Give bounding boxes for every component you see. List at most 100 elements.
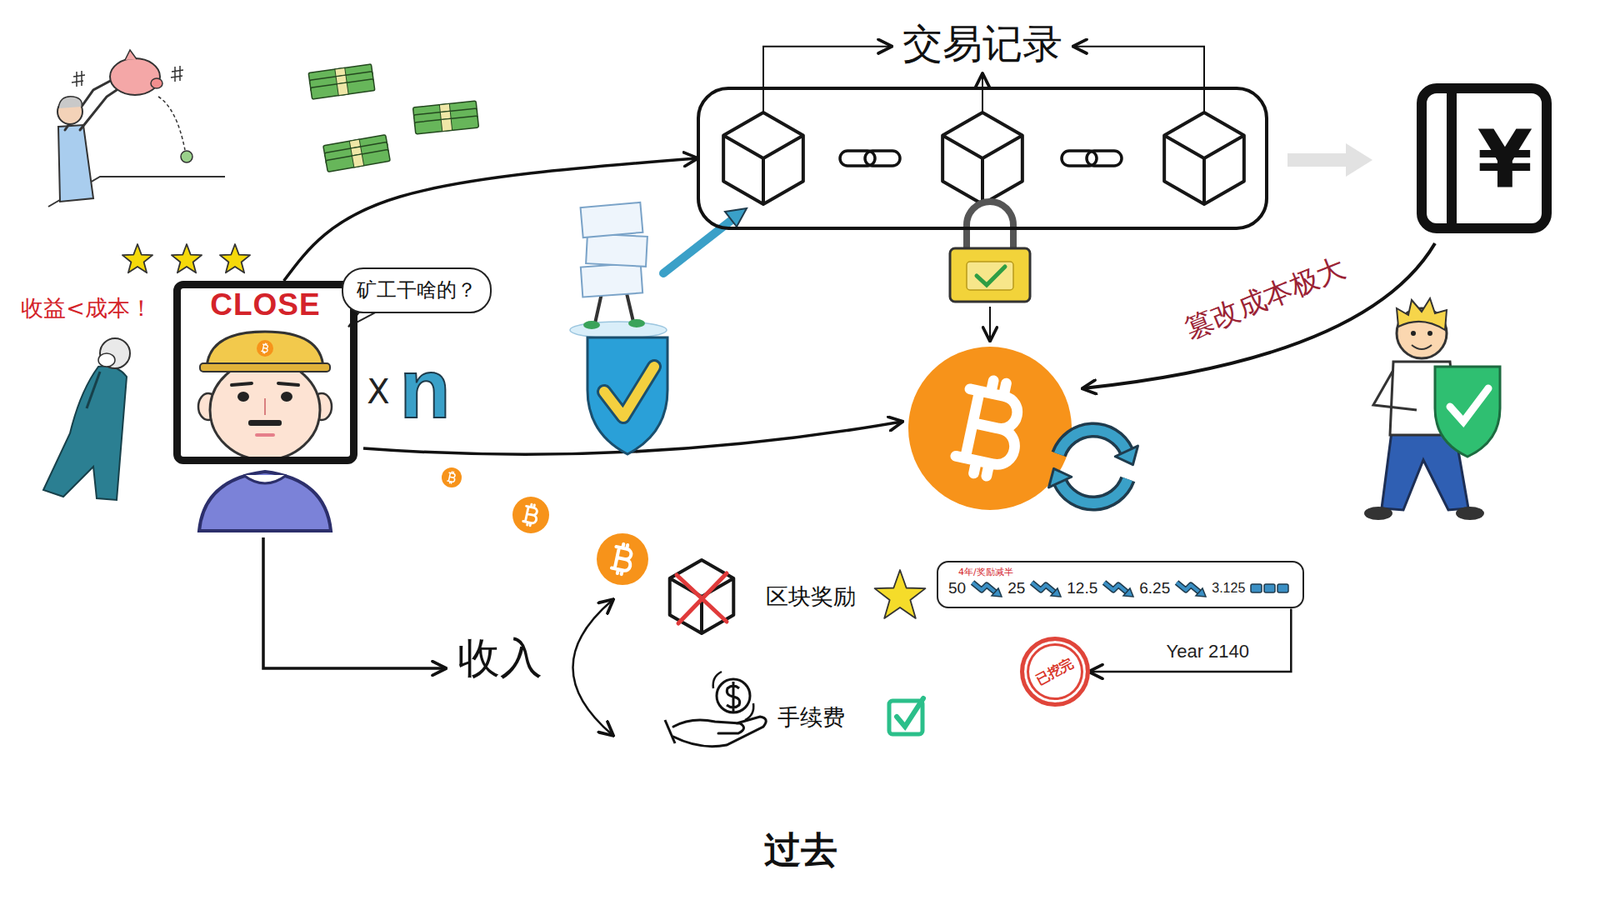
miner-figure — [231, 383, 299, 385]
stamp-text: 已挖完 — [1033, 654, 1077, 689]
label-text: 区块奖励 — [765, 583, 856, 610]
connector-arrow — [284, 158, 697, 281]
piggy-bank-breaker — [180, 150, 193, 163]
ice-block-carrier — [587, 337, 668, 455]
edge-label: Year 2140 — [1164, 640, 1253, 662]
shield-guard — [1427, 330, 1433, 336]
refresh-icon — [1115, 445, 1138, 465]
shield-guard — [1364, 506, 1393, 520]
ledger-book — [1083, 243, 1435, 389]
caption-text: 过去 — [764, 829, 838, 872]
block-reward-icon — [676, 573, 727, 624]
bitcoin-core — [908, 346, 1138, 510]
miner-figure — [280, 391, 293, 402]
fee-icon — [716, 679, 750, 713]
halving-arrow — [1050, 588, 1061, 597]
ice-block-carrier — [585, 233, 648, 267]
money-stack — [310, 79, 375, 100]
ice-block-carrier — [580, 202, 644, 238]
miner-figure — [199, 471, 331, 531]
continuation-blocks — [1250, 584, 1262, 593]
halving-arrow — [991, 588, 1002, 597]
miner-figure — [243, 475, 287, 484]
bitcoin-icon — [596, 533, 649, 585]
label-text: X — [366, 372, 390, 411]
label-text: ¥ — [1477, 114, 1534, 206]
shield-guard — [1373, 370, 1417, 410]
piggy-bank-breaker — [110, 58, 160, 95]
money-stack — [308, 64, 375, 100]
bitcoin-icon — [260, 343, 269, 355]
refresh-icon — [1060, 479, 1128, 504]
money-stacks — [308, 64, 479, 172]
label-text: n — [399, 346, 450, 430]
block-cube — [670, 560, 735, 634]
ice-block-carrier — [580, 263, 643, 298]
ice-block-carrier — [604, 366, 655, 417]
piggy-bank-breaker — [125, 50, 137, 60]
ice-block-carrier — [725, 208, 747, 227]
refresh-icon — [1049, 468, 1072, 488]
bitcoin-icon — [908, 346, 1072, 510]
ice-block-carrier — [570, 321, 667, 339]
money-stack — [323, 135, 390, 173]
ice-block-carrier — [583, 320, 600, 330]
star-icon — [122, 244, 153, 273]
continuation-blocks — [1264, 584, 1275, 593]
chain-link — [1061, 150, 1122, 166]
miner-figure — [198, 331, 332, 531]
reward-value: 6.25 — [1139, 579, 1170, 598]
reward-value: 50 — [948, 579, 966, 598]
chain-link — [865, 150, 900, 166]
miner-frame: CLOSE — [173, 280, 358, 465]
chain-panel: 交易记录 — [696, 86, 1269, 230]
shield-guard — [1450, 388, 1489, 422]
padlock — [976, 266, 1005, 285]
refresh-icon — [1049, 430, 1139, 504]
fee-icon — [726, 681, 740, 712]
ledger-book — [1446, 93, 1457, 224]
halving-arrow — [1123, 588, 1134, 597]
miner-figure — [256, 433, 274, 437]
refresh-icon — [1059, 430, 1127, 455]
falling-coins — [441, 467, 649, 585]
miner-figure — [264, 398, 266, 415]
bitcoin-icon — [908, 346, 1072, 510]
shield-guard — [1411, 345, 1432, 350]
ice-block-carrier — [595, 293, 634, 324]
fee-icon — [673, 716, 766, 747]
halving-arrow — [970, 578, 1004, 599]
label-text: 收入 — [457, 634, 543, 684]
heading-bracket — [1074, 46, 1205, 114]
continuation-blocks — [1277, 584, 1289, 593]
heading-text: 交易记录 — [899, 20, 1066, 69]
reward-value: 12.5 — [1066, 579, 1098, 598]
halving-arrow — [1101, 578, 1135, 599]
ledger-book — [1287, 143, 1373, 177]
reward-value: 25 — [1007, 579, 1025, 598]
reward-row: 502512.56.253.125 — [948, 578, 1291, 599]
miner-figure — [200, 363, 330, 372]
ice-block-carrier — [604, 366, 655, 417]
income-line — [573, 600, 614, 735]
block-cube — [723, 112, 804, 205]
shield-guard — [1364, 298, 1500, 520]
piggy-bank-breaker — [58, 96, 82, 109]
padlock — [966, 261, 1014, 290]
chain-link — [1086, 150, 1122, 166]
money-stack — [413, 100, 480, 135]
connector-arrow — [1090, 608, 1291, 672]
halving-arrow — [1031, 582, 1056, 594]
sad-investor — [98, 353, 115, 367]
bitcoin-icon — [447, 470, 457, 484]
ice-block-carrier — [628, 319, 645, 328]
refresh-icon — [1059, 430, 1127, 455]
miner-figure — [248, 420, 282, 426]
halving-arrow — [1174, 578, 1208, 599]
star-icon — [875, 570, 926, 619]
refresh-icon — [1060, 479, 1128, 504]
halving-arrow — [1104, 582, 1129, 594]
